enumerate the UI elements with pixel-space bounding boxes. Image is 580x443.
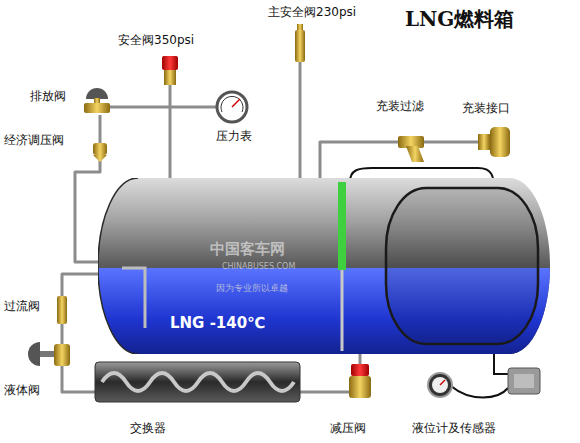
level-gauge [428,373,452,397]
tank-body: LNG -140℃ [98,178,550,354]
overflow-valve [57,296,67,324]
diagram-title: LNG燃料箱 [405,6,514,33]
part-label: 交换器 [130,420,166,437]
part-label: 减压阀 [330,420,366,437]
part-label: 经济调压阀 [4,132,64,149]
level-sensor [508,368,540,394]
part-label: 液位计及传感器 [412,420,496,437]
pressure-reducing-valve [349,364,371,398]
fill-connector [478,127,510,157]
part-label: 排放阀 [30,88,66,105]
drain-valve [84,88,110,113]
heat-exchanger [95,362,300,402]
part-label: 主安全阀230psi [268,4,356,21]
node-label: LNG -140℃ [170,314,265,332]
main-safety-valve [295,24,305,62]
pressure-gauge [217,92,247,122]
part-label: 过流阀 [4,298,40,315]
safety-valve [162,56,178,85]
part-label: 充装过滤 [376,98,424,115]
part-label: 液体阀 [4,382,40,399]
liquid-valve [28,342,70,366]
part-label: 安全阀350psi [118,32,194,49]
part-label: 压力表 [216,128,252,145]
part-label: 充装接口 [462,100,510,117]
fill-filter [398,136,424,162]
tank-outline [98,178,550,354]
economizer-valve [93,143,107,162]
